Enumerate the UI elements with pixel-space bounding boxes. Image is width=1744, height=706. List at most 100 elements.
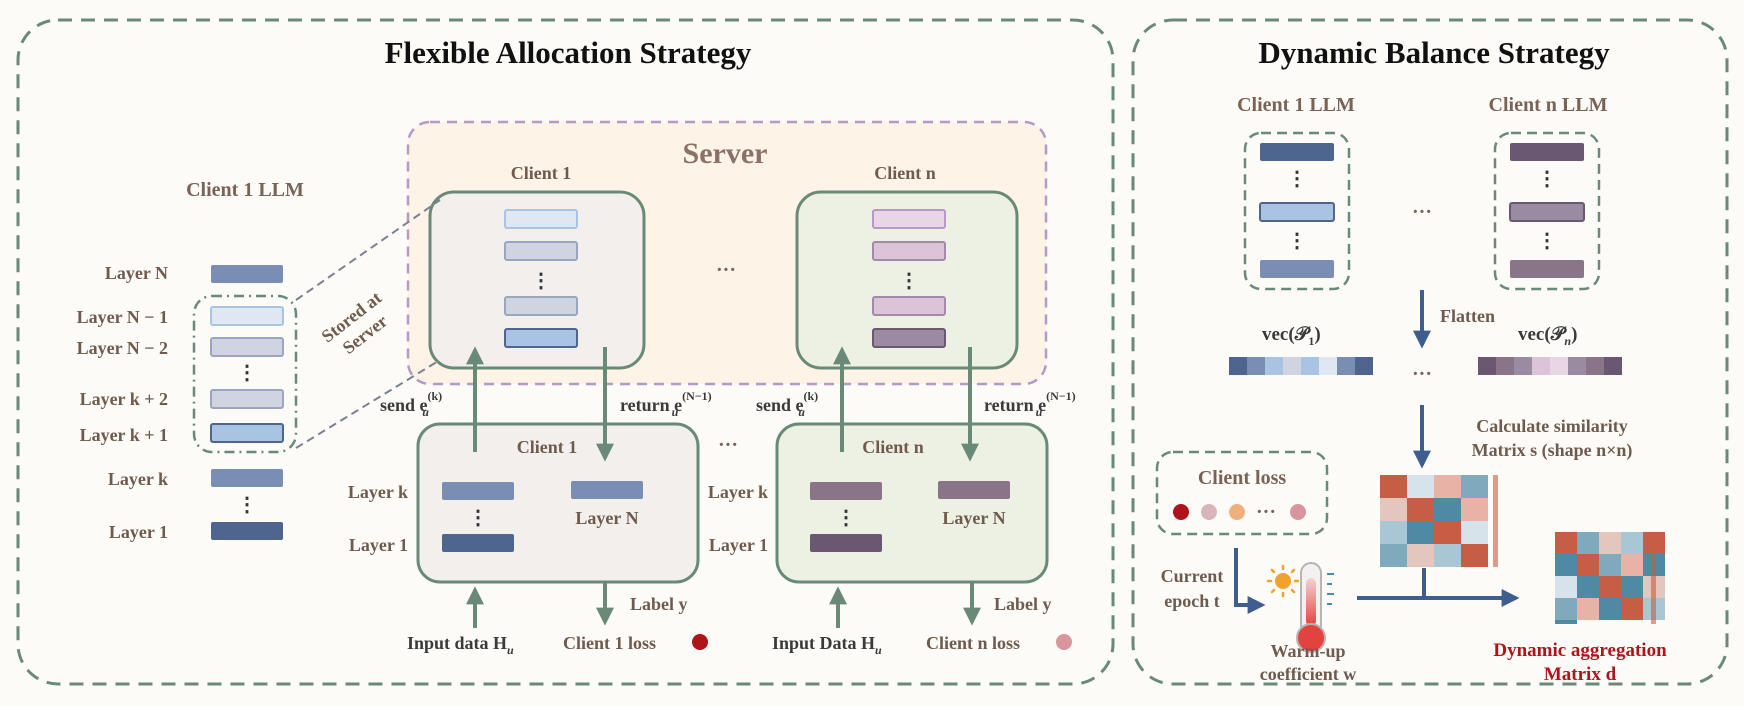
right-cn-vdots: ⋮ (1537, 168, 1557, 190)
vec1-bar (1229, 357, 1373, 375)
llm-layer-k-1 (210, 423, 284, 443)
server-c1-layer (504, 328, 578, 348)
right-ellipsis-top: ··· (1412, 201, 1432, 223)
clientn-layer-1-label: Layer 1 (709, 535, 768, 555)
llm-layer-k (211, 469, 283, 487)
heat-cell (1434, 521, 1461, 544)
right-c1-layer (1260, 260, 1334, 278)
client1-layer-k (442, 482, 514, 500)
heat-cell (1577, 532, 1599, 554)
sun-icon (1266, 564, 1300, 598)
loss-ellipsis: ··· (1256, 501, 1276, 523)
server-cn-layer (872, 241, 946, 261)
client-loss-title: Client loss (1198, 467, 1287, 489)
llm-layer-k-2 (210, 389, 284, 409)
heat-cell (1461, 521, 1488, 544)
server-c1-vdots: ⋮ (531, 270, 551, 292)
similarity-heatmap (1380, 475, 1498, 567)
client1-vdots: ⋮ (468, 507, 488, 529)
heat-cell (1599, 532, 1621, 554)
send-label-clientn: send e(k)u (756, 389, 818, 419)
heat-cell (1599, 554, 1621, 576)
calc-similarity: Calculate similarity (1476, 416, 1627, 436)
client1-box-label: Client 1 (517, 437, 578, 457)
llm-layer-N-1 (210, 306, 284, 326)
vec1-cell (1283, 357, 1301, 375)
heat-colorbar (1493, 475, 1498, 567)
llm-layer-N-2 (210, 337, 284, 357)
layer-label: Layer k + 1 (80, 425, 168, 445)
server-clientn-box (795, 190, 1019, 370)
heat-cell (1555, 532, 1577, 554)
clientn-layer-N (938, 481, 1010, 499)
stored-connector-bottom (295, 359, 441, 449)
right-c1-vdots: ⋮ (1287, 168, 1307, 190)
right-client1-stack (1243, 131, 1351, 291)
layer-label: Layer 1 (109, 522, 168, 542)
current-epoch-2: epoch t (1164, 591, 1220, 611)
heat-cell (1407, 521, 1434, 544)
client1-layer-k-label: Layer k (348, 482, 408, 502)
right-panel-title: Dynamic Balance Strategy (1258, 35, 1610, 70)
input-data-clientn: Input Data Hu (772, 633, 882, 657)
matrix-s: Matrix s (shape n×n) (1472, 440, 1633, 461)
heat-cell (1599, 598, 1621, 620)
clientn-loss-dot (1056, 634, 1072, 650)
heat-cell (1407, 475, 1434, 498)
vec1-cell (1319, 357, 1337, 375)
vec1-cell (1229, 357, 1247, 375)
warmup-2: coefficient w (1260, 664, 1356, 684)
right-c1-layer (1259, 202, 1335, 222)
left-panel-border (16, 18, 1115, 686)
right-c1-layer (1260, 143, 1334, 161)
vec1-cell (1247, 357, 1265, 375)
server-cn-vdots: ⋮ (899, 270, 919, 292)
dyn-agg-1: Dynamic aggregation (1493, 640, 1667, 661)
heat-cell (1621, 532, 1643, 554)
server-cn-layer (872, 328, 946, 348)
left-panel-title: Flexible Allocation Strategy (385, 35, 752, 70)
server-client1-label: Client 1 (511, 163, 572, 183)
vec1-cell (1301, 357, 1319, 375)
layer-label: Layer N (105, 263, 168, 283)
server-title: Server (683, 137, 768, 170)
loss-dot (1201, 504, 1217, 520)
vecn-label: vec(𝒫n) (1518, 324, 1577, 348)
heat-cell (1555, 554, 1577, 576)
vecn-cell (1496, 357, 1514, 375)
loss-dot (1229, 504, 1245, 520)
heat-cell (1555, 576, 1577, 598)
heat-cell (1555, 598, 1577, 620)
heat-cell (1380, 498, 1407, 521)
label-y-client1: Label y (630, 594, 688, 614)
heat-cell (1407, 544, 1434, 567)
vecn-cell (1532, 357, 1550, 375)
vecn-cell (1604, 357, 1622, 375)
vecn-cell (1478, 357, 1496, 375)
layer-label: Layer k + 2 (80, 389, 168, 409)
dyn-agg-2: Matrix d (1544, 664, 1617, 685)
server-clientn-label: Client n (874, 163, 936, 183)
heat-cell (1621, 554, 1643, 576)
heat-cell (1461, 498, 1488, 521)
heat-cell (1380, 544, 1407, 567)
input-data-client1: Input data Hu (407, 633, 514, 657)
current-epoch-1: Current (1161, 566, 1224, 586)
vecn-cell (1514, 357, 1532, 375)
right-clientn-stack (1493, 131, 1601, 291)
client1-layer-1 (442, 534, 514, 552)
vecn-bar (1478, 357, 1622, 375)
client1-loss-dot (692, 634, 708, 650)
thermometer-icon (1296, 562, 1334, 653)
layer-label: Layer N − 1 (77, 307, 168, 327)
right-clientn-llm: Client n LLM (1489, 94, 1608, 116)
clientn-box-label: Client n (862, 437, 924, 457)
heat-cell (1380, 475, 1407, 498)
heat-cell (1461, 544, 1488, 567)
loss-dot (1290, 504, 1306, 520)
llm-layer-N (211, 265, 283, 283)
server-cn-layer (872, 296, 946, 316)
client1-layer-N-label: Layer N (575, 508, 638, 528)
heat-cell (1621, 598, 1643, 620)
